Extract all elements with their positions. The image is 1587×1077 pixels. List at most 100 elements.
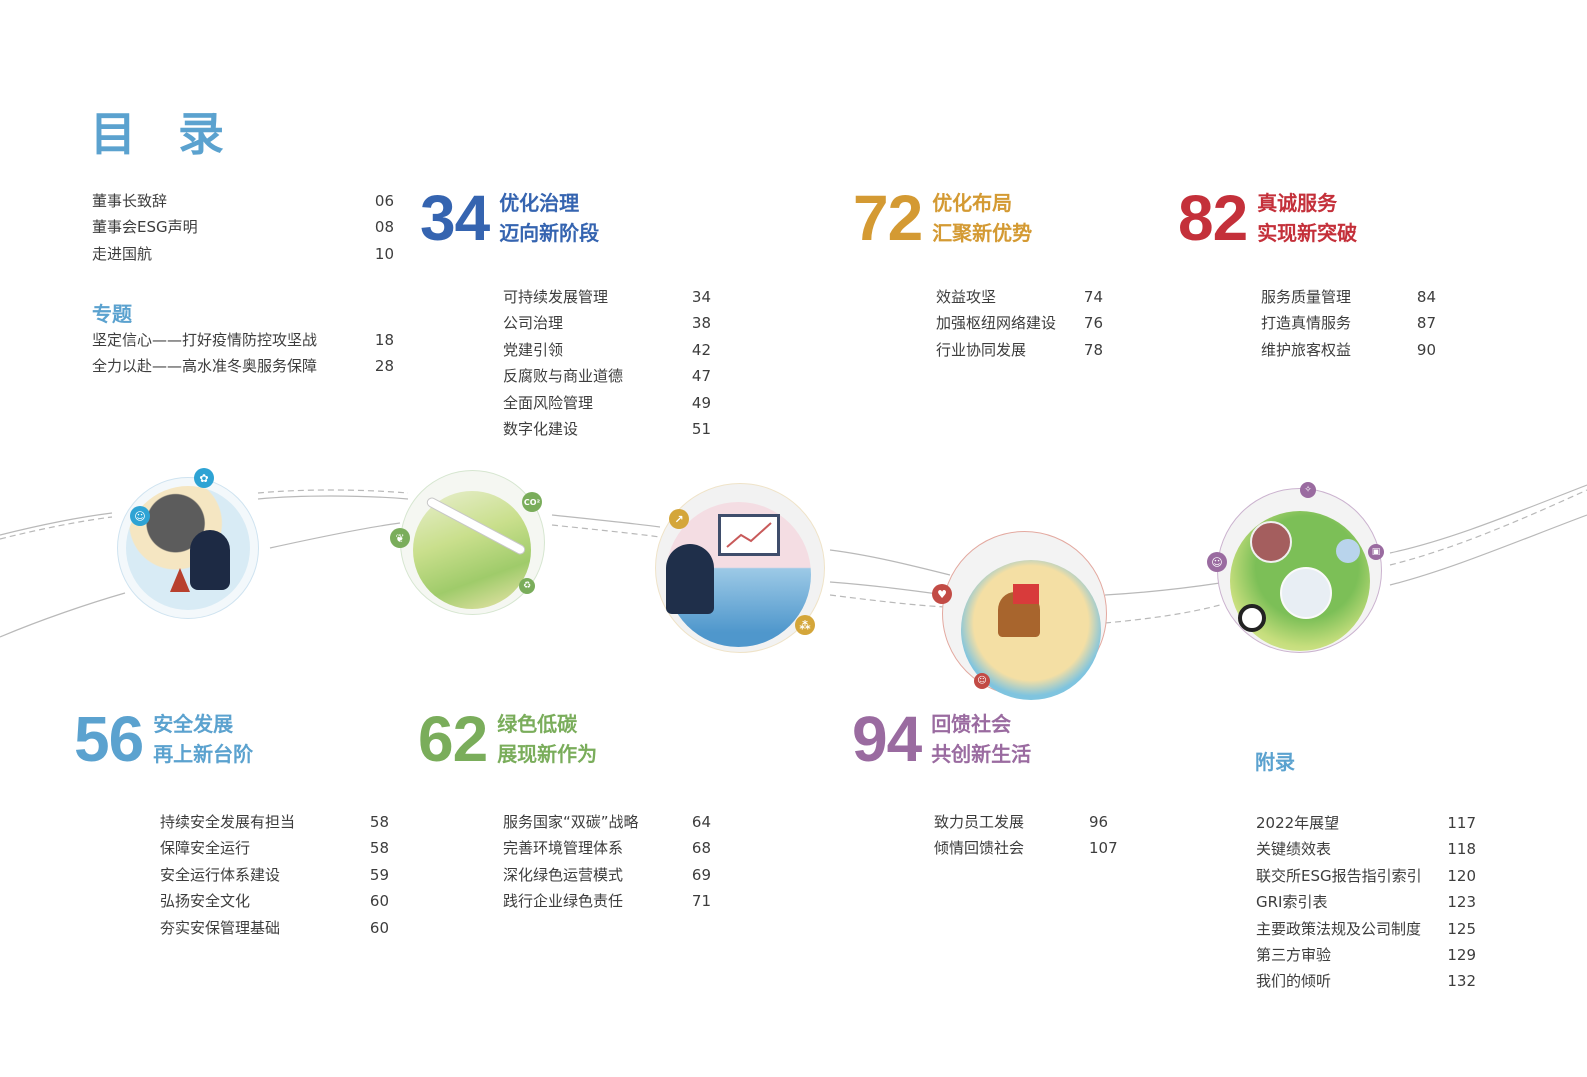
chapter-number: 56 bbox=[74, 703, 144, 775]
chapter-number: 34 bbox=[420, 182, 490, 254]
toc-item-page: 60 bbox=[369, 892, 389, 911]
chapter-82-header[interactable]: 82 真诚服务 实现新突破 bbox=[1178, 186, 1357, 250]
leaf-icon: ❦ bbox=[390, 528, 410, 548]
photo-bubble-3 bbox=[1336, 539, 1360, 563]
toc-item[interactable]: 夯实安保管理基础 60 bbox=[160, 915, 389, 941]
photo-bubble-1 bbox=[1250, 521, 1292, 563]
toc-item-page: 18 bbox=[374, 331, 394, 349]
illustration-service-circle bbox=[942, 531, 1107, 700]
toc-item-label: 关键绩效表 bbox=[1256, 840, 1332, 859]
toc-item-label: 董事会ESG声明 bbox=[92, 218, 198, 237]
toc-item[interactable]: 行业协同发展 78 bbox=[936, 337, 1103, 363]
toc-item[interactable]: 全面风险管理 49 bbox=[503, 390, 711, 416]
chapter-72-header[interactable]: 72 优化布局 汇聚新优势 bbox=[853, 186, 1032, 250]
toc-item-page: 49 bbox=[691, 393, 711, 412]
toc-item[interactable]: 保障安全运行 58 bbox=[160, 835, 389, 861]
toc-item-label: 行业协同发展 bbox=[936, 340, 1027, 359]
toc-item-page: 120 bbox=[1447, 866, 1476, 885]
toc-item-page: 71 bbox=[691, 892, 711, 911]
toc-item-label: 全面风险管理 bbox=[503, 393, 594, 412]
toc-item-label: 持续安全发展有担当 bbox=[160, 813, 296, 831]
toc-item-label: 保障安全运行 bbox=[160, 839, 251, 858]
toc-item-page: 06 bbox=[374, 192, 394, 210]
toc-item-label: 主要政策法规及公司制度 bbox=[1256, 919, 1422, 938]
chapter-title-line1: 真诚服务 bbox=[1257, 191, 1338, 215]
chapter-62-header[interactable]: 62 绿色低碳 展现新作为 bbox=[418, 707, 597, 771]
chapter-title-line1: 回馈社会 bbox=[931, 712, 1012, 736]
toc-item-page: 60 bbox=[369, 918, 389, 937]
connecting-curves bbox=[0, 484, 1587, 638]
toc-item-page: 87 bbox=[1416, 314, 1436, 333]
chapter-title-line2: 共创新生活 bbox=[931, 742, 1032, 766]
toc-item-label: 致力员工发展 bbox=[934, 813, 1025, 831]
toc-item-page: 58 bbox=[369, 839, 389, 858]
recycle-icon: ♻ bbox=[519, 578, 535, 594]
toc-item-page: 51 bbox=[691, 419, 711, 438]
network-icon: ⁂ bbox=[795, 615, 815, 635]
panda-pilot-figure bbox=[190, 530, 230, 590]
toc-item[interactable]: 践行企业绿色责任 71 bbox=[503, 888, 711, 914]
toc-item-label: 2022年展望 bbox=[1256, 814, 1340, 832]
chapter-number: 72 bbox=[853, 182, 923, 254]
toc-item-label: 董事长致辞 bbox=[92, 192, 168, 210]
toc-item-page: 10 bbox=[374, 244, 394, 263]
toc-item-page: 90 bbox=[1416, 340, 1436, 359]
toc-item-page: 132 bbox=[1447, 972, 1476, 991]
service-person-icon: ☺ bbox=[974, 673, 990, 689]
toc-item-page: 129 bbox=[1447, 945, 1476, 964]
toc-item[interactable]: 第三方审验 129 bbox=[1256, 942, 1476, 968]
toc-item-page: 84 bbox=[1416, 288, 1436, 306]
toc-item-label: 第三方审验 bbox=[1256, 945, 1332, 964]
toc-item-page: 78 bbox=[1083, 340, 1103, 359]
toc-item-label: 维护旅客权益 bbox=[1261, 340, 1352, 359]
traffic-cone bbox=[170, 568, 190, 592]
toc-item-page: 47 bbox=[691, 367, 711, 386]
toc-item[interactable]: 董事长致辞 06 bbox=[92, 188, 394, 214]
toc-item-label: 弘扬安全文化 bbox=[160, 892, 251, 911]
toc-item-label: 夯实安保管理基础 bbox=[160, 918, 281, 937]
toc-item-label: 完善环境管理体系 bbox=[503, 839, 624, 858]
photo-bubble-2 bbox=[1280, 567, 1332, 619]
toc-item-page: 38 bbox=[691, 314, 711, 333]
chapter-94-header[interactable]: 94 回馈社会 共创新生活 bbox=[852, 707, 1031, 771]
toc-item-label: 践行企业绿色责任 bbox=[503, 892, 624, 911]
toc-item[interactable]: 维护旅客权益 90 bbox=[1261, 337, 1436, 363]
chapter-title-line2: 迈向新阶段 bbox=[499, 221, 600, 245]
chapter-34-header[interactable]: 34 优化治理 迈向新阶段 bbox=[420, 186, 599, 250]
chapter-56-header[interactable]: 56 安全发展 再上新台阶 bbox=[74, 707, 253, 771]
toc-item[interactable]: 弘扬安全文化 60 bbox=[160, 888, 389, 914]
chapter-title-line2: 汇聚新优势 bbox=[932, 221, 1033, 245]
